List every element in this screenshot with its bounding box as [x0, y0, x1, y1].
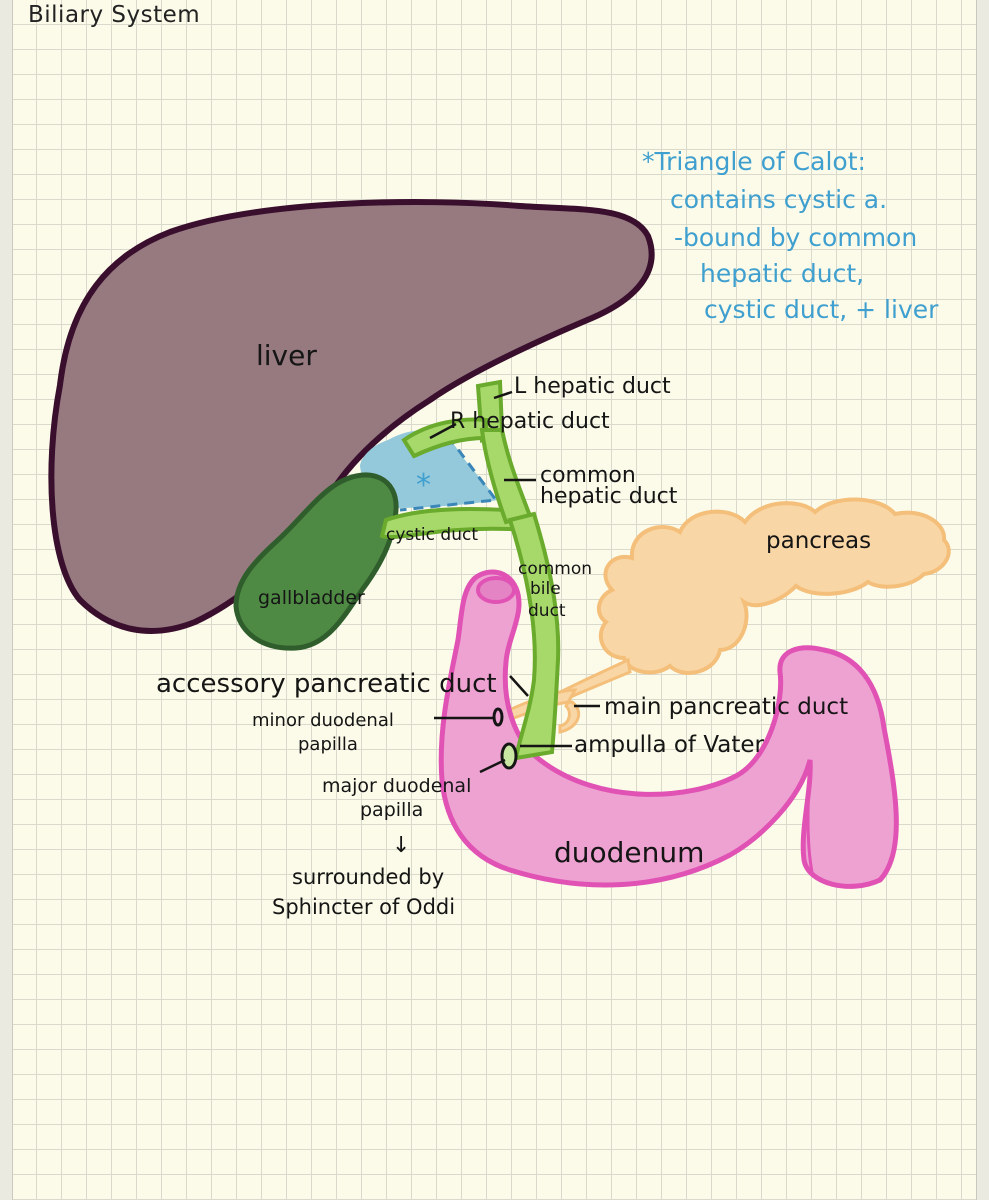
- note-line-3: -bound by common: [674, 223, 917, 252]
- note-line-1: *Triangle of Calot:: [642, 147, 866, 176]
- note-line-5: cystic duct, + liver: [704, 295, 939, 324]
- label-minor-papilla-1: minor duodenal: [252, 710, 394, 731]
- triangle-dashed-border: [399, 435, 499, 512]
- label-major-papilla-2: papilla: [360, 799, 423, 821]
- label-major-papilla-1: major duodenal: [322, 775, 471, 797]
- triangle-of-calot: [360, 430, 498, 508]
- label-l-hepatic-duct: L hepatic duct: [514, 374, 671, 399]
- liver-shape: [48, 199, 655, 634]
- label-r-hepatic-duct: R hepatic duct: [450, 409, 610, 434]
- label-duodenum: duodenum: [554, 836, 704, 869]
- duodenum-shape: [438, 569, 899, 889]
- page-edge-right: [976, 0, 989, 1200]
- accessory-pancreatic-duct: [501, 688, 581, 734]
- page-title: Biliary System: [28, 2, 201, 28]
- duodenum-fold: [806, 759, 814, 873]
- common-bile-duct: [507, 511, 561, 761]
- note-line-2: contains cystic a.: [670, 185, 887, 214]
- arrow-down-icon: ↓: [392, 833, 410, 858]
- gallbladder-shape: [233, 472, 399, 651]
- label-common-hepatic-duct-1: common: [540, 463, 636, 488]
- label-main-pancreatic-duct: main pancreatic duct: [604, 694, 848, 720]
- label-sphincter-of-oddi: Sphincter of Oddi: [272, 895, 455, 919]
- label-accessory-pancreatic-duct: accessory pancreatic duct: [156, 669, 497, 699]
- label-minor-papilla-2: papilla: [298, 734, 358, 755]
- cystic-duct: [379, 507, 532, 540]
- label-liver: liver: [256, 339, 317, 372]
- label-common-bile-duct-3: duct: [528, 601, 566, 621]
- label-gallbladder: gallbladder: [258, 587, 365, 609]
- label-ampulla-of-vater: ampulla of Vater: [574, 732, 765, 758]
- leader-lines: [429, 390, 600, 774]
- major-duodenal-papilla: [500, 742, 518, 770]
- page-edge-left: [0, 0, 13, 1200]
- label-common-bile-duct-1: common: [518, 559, 592, 579]
- label-common-hepatic-duct-2: hepatic duct: [540, 484, 678, 509]
- label-cystic-duct: cystic duct: [386, 525, 478, 545]
- label-common-bile-duct-2: bile: [530, 579, 561, 599]
- duodenum-opening: [476, 576, 516, 604]
- note-line-4: hepatic duct,: [700, 259, 864, 288]
- pancreas-shape: [596, 497, 951, 675]
- leader-accessory: [509, 675, 529, 697]
- leader-l-hepatic: [493, 390, 513, 400]
- leader-r-hepatic: [429, 422, 457, 440]
- label-surrounded-by: surrounded by: [292, 865, 444, 889]
- triangle-asterisk: *: [416, 468, 431, 503]
- label-pancreas: pancreas: [766, 528, 871, 554]
- leader-major-papilla: [479, 758, 506, 774]
